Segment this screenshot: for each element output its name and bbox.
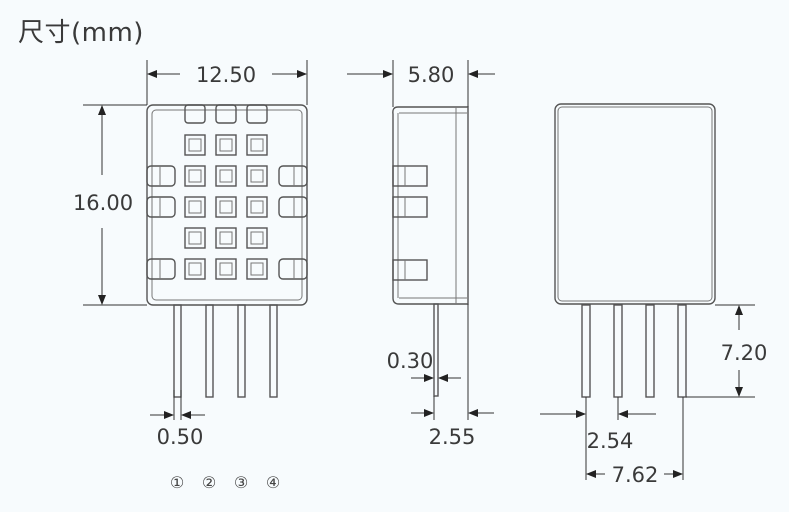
side-clips	[146, 165, 308, 280]
vent-grid	[184, 134, 268, 280]
pin-number-2: ②	[202, 473, 216, 492]
front-view: 12.50 16.00 0.50 ① ② ③ ④	[73, 60, 308, 492]
pin-number-1: ①	[170, 473, 184, 492]
pin-offset-dimension: 2.55	[429, 425, 476, 449]
back-view: 7.20 2.54 7.62	[540, 103, 768, 487]
height-dimension: 16.00	[73, 191, 133, 215]
front-pins	[173, 304, 278, 398]
side-pin	[433, 303, 439, 397]
side-view: 5.80 0.30 2.55	[347, 60, 495, 449]
depth-dimension: 5.80	[408, 63, 455, 87]
pin-width-dimension: 0.50	[157, 425, 204, 449]
pin-length-dimension: 7.20	[721, 341, 768, 365]
pin-thickness-dimension: 0.30	[387, 349, 434, 373]
pin-pitch-dimension: 2.54	[587, 429, 634, 453]
pin-number-3: ③	[234, 473, 248, 492]
back-pins	[581, 304, 687, 398]
top-vents	[184, 104, 268, 124]
page-title: 尺寸(mm)	[18, 18, 144, 48]
pin-number-4: ④	[266, 473, 280, 492]
width-dimension: 12.50	[196, 63, 256, 87]
pin-span-dimension: 7.62	[612, 463, 659, 487]
